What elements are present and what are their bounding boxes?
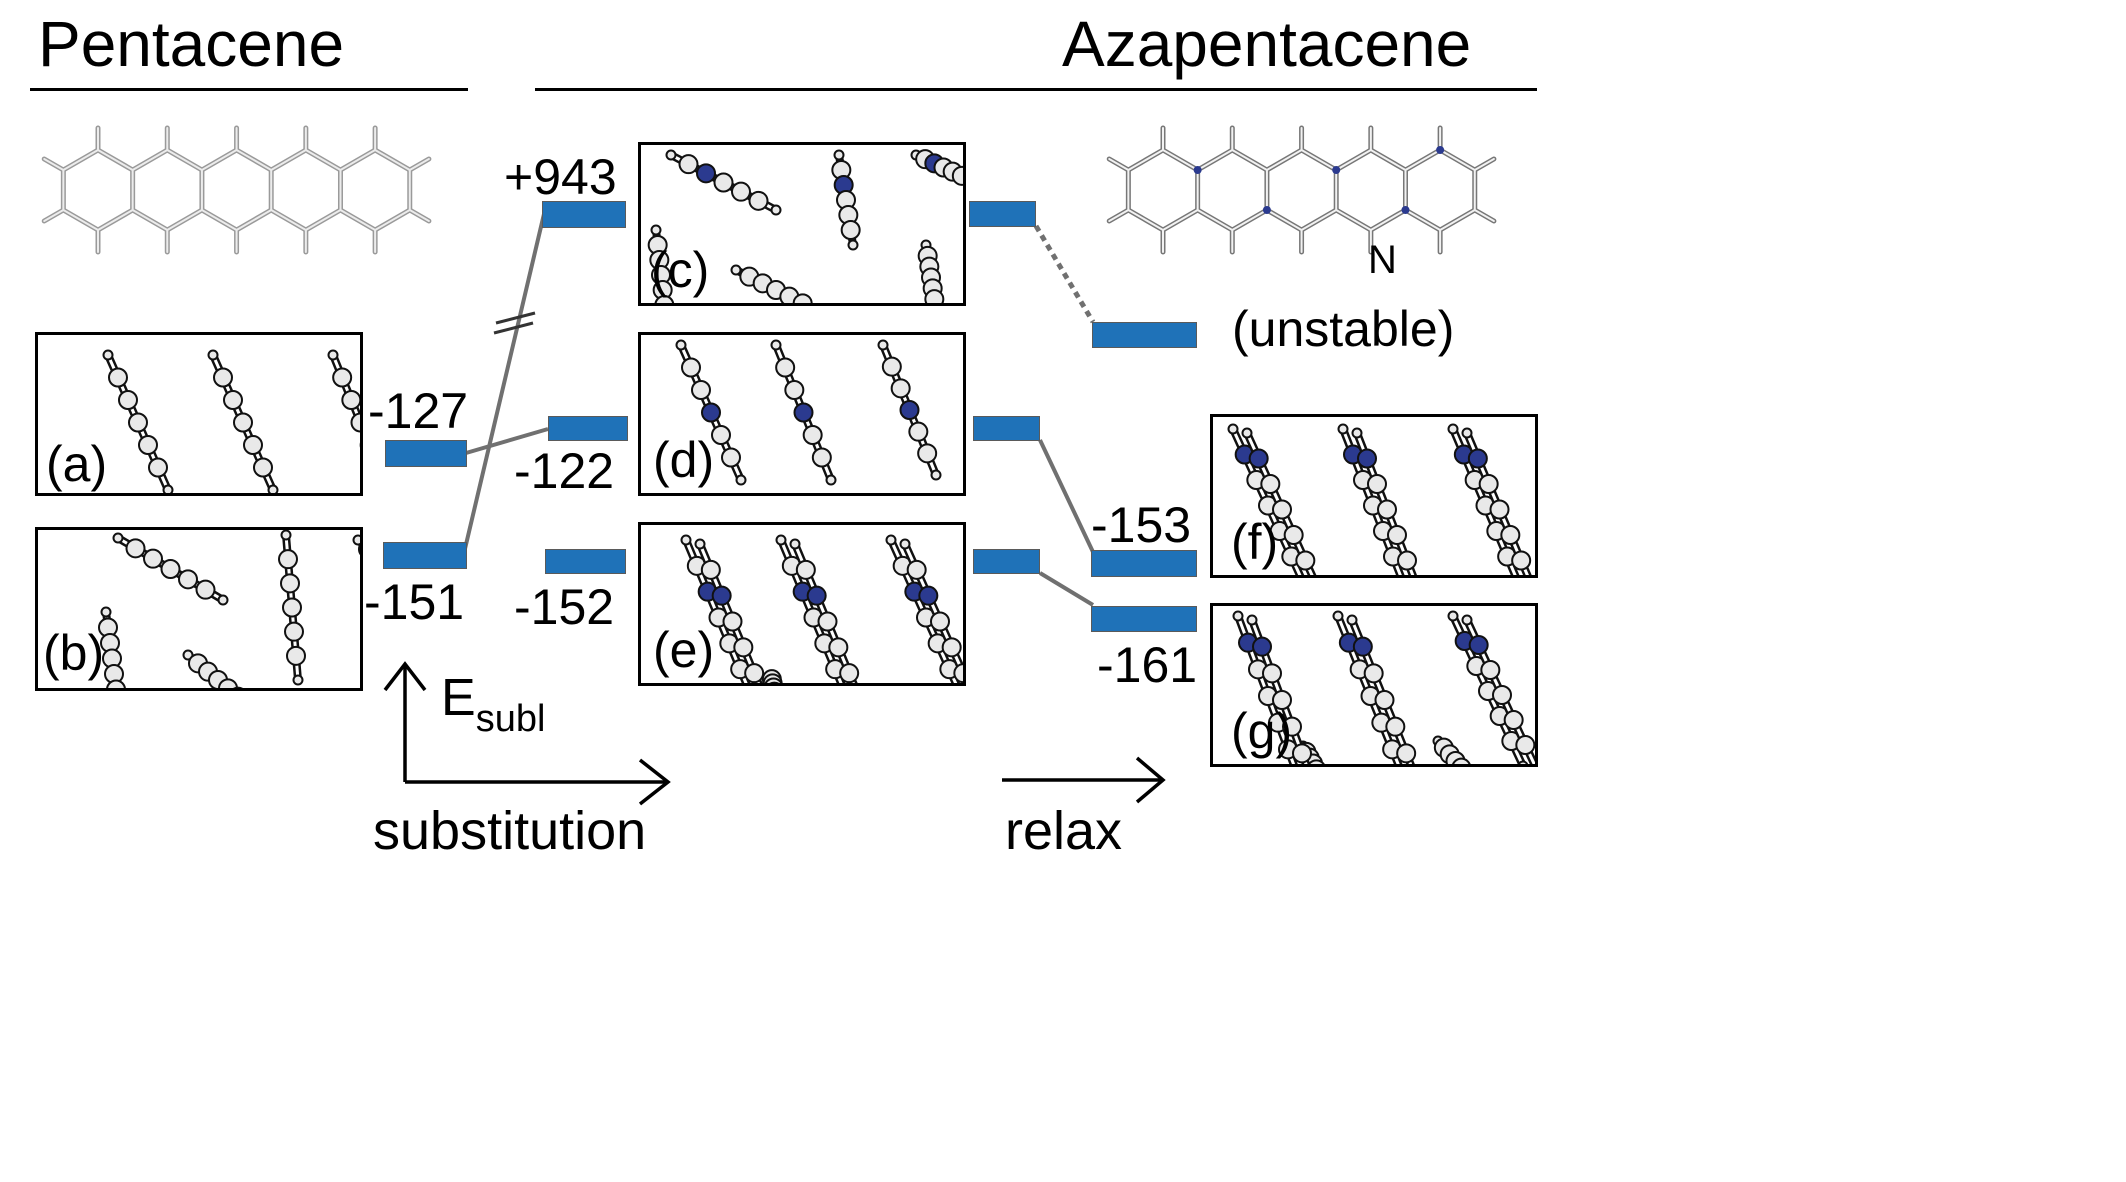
connector-a-d [465, 427, 549, 455]
energy-label-f: -153 [1091, 497, 1192, 553]
crystal-packing-d [675, 339, 942, 486]
title-pentacene: Pentacene [38, 8, 345, 80]
crystal-packing-b [98, 530, 360, 688]
axis-break-mark-1 [495, 311, 536, 325]
level-f [1091, 550, 1197, 577]
energy-axis-arrowhead [383, 661, 427, 692]
energy-label-g: -161 [1097, 637, 1198, 693]
crystal-packing-c [647, 149, 963, 303]
level-c [542, 201, 626, 228]
level-c-right [969, 201, 1036, 227]
panel-b: (b) [35, 527, 363, 691]
unstable-label: (unstable) [1232, 301, 1455, 357]
diagram-overlay [383, 213, 1166, 806]
substitution-label: substitution [373, 801, 647, 861]
energy-label-e: -152 [514, 579, 615, 635]
connector-e-g [1038, 571, 1095, 607]
panel-label-f: (f) [1231, 514, 1279, 570]
panel-label-e: (e) [653, 622, 715, 678]
panel-e: (e) [638, 522, 966, 686]
pentacene-molecule [41, 125, 432, 255]
title-azapentacene: Azapentacene [1062, 8, 1472, 80]
panel-label-b: (b) [43, 625, 105, 681]
relax-axis-arrowhead [1135, 756, 1166, 804]
substitution-axis-arrowhead [638, 758, 671, 806]
level-e [545, 549, 626, 574]
crystal-packing-f [1227, 423, 1532, 575]
panel-g: (g) [1210, 603, 1538, 767]
connector-b-c [462, 213, 546, 554]
level-d-right [973, 416, 1040, 441]
axis-break-mark-2 [493, 321, 534, 335]
energy-label-a: -127 [368, 383, 469, 439]
azapentacene-molecule [1106, 125, 1497, 255]
panel-f: (f) [1210, 414, 1538, 578]
title-rule-right [535, 88, 1537, 91]
level-a [385, 440, 467, 467]
energy-label-c: +943 [504, 149, 617, 205]
crystal-packing-a [102, 349, 360, 493]
energy-axis-label-sub: subl [475, 698, 546, 740]
level-e-right [973, 549, 1040, 574]
crystal-packing-g [1232, 610, 1535, 764]
panel-d: (d) [638, 332, 966, 496]
connector-d-f [1038, 439, 1095, 553]
panel-label-c: (c) [651, 242, 710, 298]
panel-label-a: (a) [46, 436, 108, 492]
title-rule-left [30, 88, 468, 91]
crystal-packing-e [680, 534, 963, 683]
level-g [1091, 606, 1197, 632]
panel-label-d: (d) [653, 432, 715, 488]
energy-axis-label: Esubl [441, 669, 545, 740]
relax-label: relax [1005, 801, 1123, 861]
energy-axis-label-main: E [441, 669, 476, 727]
energy-label-d: -122 [514, 443, 615, 499]
level-b [383, 542, 467, 569]
nitrogen-label: N [1368, 238, 1397, 282]
energy-label-b: -151 [364, 574, 465, 630]
panel-c: (c) [638, 142, 966, 306]
panel-label-g: (g) [1231, 703, 1293, 759]
level-d [548, 416, 628, 441]
connector-c-unstable [1033, 224, 1096, 324]
panel-a: (a) [35, 332, 363, 496]
level-unstable [1092, 322, 1197, 348]
